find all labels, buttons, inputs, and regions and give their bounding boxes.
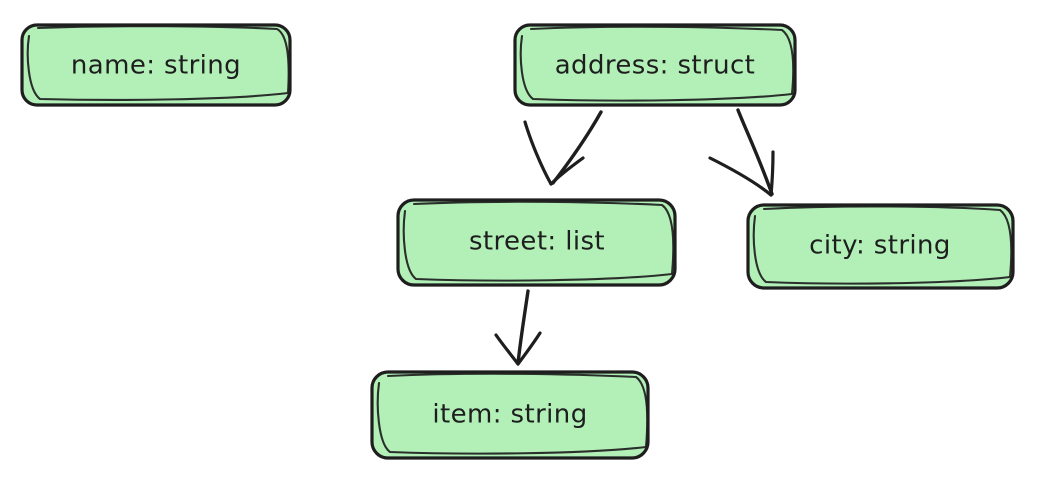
edge-address-street (523, 110, 603, 186)
node-name-box[interactable] (20, 23, 292, 107)
node-street-sketch-stroke (402, 200, 675, 282)
edge-address-city-line (736, 108, 774, 196)
node-city-box[interactable] (746, 203, 1015, 290)
node-city-label: city: string (809, 231, 951, 261)
node-item-label: item: string (432, 400, 587, 430)
edge-address-city-arrowhead-right (769, 150, 775, 197)
edge-street-item-arrowhead-right (516, 331, 542, 366)
node-address-box[interactable] (513, 23, 797, 107)
edge-address-street-arrowhead-left (523, 120, 553, 186)
node-name-label: name: string (71, 51, 241, 81)
node-street-box[interactable] (396, 198, 677, 287)
node-name[interactable]: name: string (20, 23, 292, 107)
edge-address-city (708, 108, 775, 197)
node-address-label: address: struct (555, 51, 756, 81)
edge-address-street-arrowhead-right (549, 156, 585, 186)
node-street-label: street: list (469, 227, 605, 257)
node-city-sketch-stroke (752, 205, 1013, 285)
node-street[interactable]: street: list (396, 198, 677, 287)
node-item[interactable]: item: string (370, 370, 650, 460)
node-item-sketch-stroke (376, 372, 649, 455)
edge-street-item (494, 289, 542, 366)
node-name-sketch-stroke (26, 25, 290, 101)
edge-street-item-line (516, 289, 530, 365)
edge-address-street-line (551, 110, 603, 185)
edge-address-city-arrowhead-left (708, 156, 773, 197)
node-address[interactable]: address: struct (513, 23, 797, 107)
node-city[interactable]: city: string (746, 203, 1015, 290)
edge-street-item-arrowhead-left (494, 333, 520, 366)
node-address-sketch-stroke (519, 25, 795, 102)
